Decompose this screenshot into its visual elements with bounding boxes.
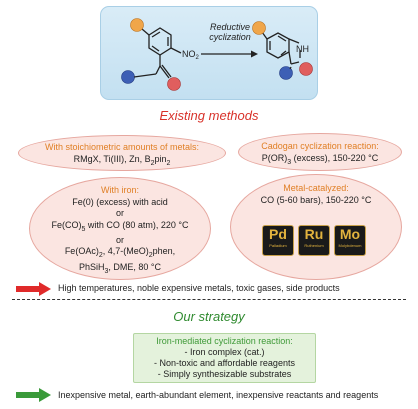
strategy-item-3: - Simply synthesizable substrates xyxy=(157,369,292,379)
iron-methods-box: With iron: Fe(0) (excess) with acid or F… xyxy=(29,177,211,280)
drawbacks-text: High temperatures, noble expensive metal… xyxy=(58,283,340,293)
green-arrow-icon xyxy=(16,388,51,402)
substituent-orange xyxy=(130,18,144,32)
iron-line-5: Fe(OAc)2, 4,7-(MeO)2phen, xyxy=(64,246,176,260)
strategy-label: Iron-mediated cyclization reaction: xyxy=(156,336,293,346)
ruthenium-symbol: Ru xyxy=(304,226,324,242)
palladium-tile: Pd Palladium xyxy=(262,225,294,256)
metal-catalyzed-conditions: CO (5-60 bars), 150-220 °C xyxy=(260,194,372,205)
cadogan-box: Cadogan cyclization reaction: P(OR)3 (ex… xyxy=(238,133,402,171)
iron-line-2: or xyxy=(115,208,124,218)
stoichiometric-reagents: RMgX, Ti(III), Zn, B2pin2 xyxy=(73,153,171,167)
strategy-item-1: - Iron complex (cat.) xyxy=(184,347,265,357)
stoichiometric-metals-box: With stoichiometric amounts of metals: R… xyxy=(18,135,226,171)
iron-line-6: PhSiH3, DME, 80 °C xyxy=(78,261,162,275)
molybdenum-symbol: Mo xyxy=(339,226,361,242)
palladium-name: Palladium xyxy=(269,243,287,248)
cadogan-label: Cadogan cyclization reaction: xyxy=(261,141,379,151)
iron-line-3: Fe(CO)5 with CO (80 atm), 220 °C xyxy=(51,219,189,233)
nitro-group-label: NO2 xyxy=(182,49,200,61)
red-arrow-icon xyxy=(16,282,51,296)
product-structure xyxy=(261,31,301,65)
ruthenium-tile: Ru Ruthenium xyxy=(298,225,330,256)
molybdenum-tile: Mo Molybdenum xyxy=(334,225,366,256)
substituent-blue xyxy=(121,70,135,84)
arrow-label-line2: cyclization xyxy=(209,32,251,42)
advantages-text: Inexpensive metal, earth-abundant elemen… xyxy=(58,390,379,400)
starting-material-structure xyxy=(141,27,182,79)
molybdenum-name: Molybdenum xyxy=(338,243,362,248)
nh-label: NH xyxy=(296,44,309,54)
iron-strategy-box: Iron-mediated cyclization reaction: - Ir… xyxy=(133,333,316,383)
iron-line-4: or xyxy=(115,234,124,245)
arrow-label-line1: Reductive xyxy=(209,22,251,32)
strategy-item-2: - Non-toxic and affordable reagents xyxy=(154,358,295,368)
metal-catalyzed-label: Metal-catalyzed: xyxy=(283,183,349,193)
cadogan-reagents: P(OR)3 (excess), 150-220 °C xyxy=(261,152,379,166)
iron-label: With iron: xyxy=(100,185,139,195)
reaction-scheme-drawing: NO2 NH xyxy=(121,18,313,91)
ruthenium-name: Ruthenium xyxy=(304,243,324,248)
arrow-label: Reductive cyclization xyxy=(197,22,263,42)
reaction-scheme: NO2 NH Reductive cyclization xyxy=(100,6,318,100)
existing-methods-title: Existing methods xyxy=(159,108,259,123)
section-divider xyxy=(12,299,406,300)
substituent-red xyxy=(167,77,181,91)
iron-line-1: Fe(0) (excess) with acid xyxy=(72,196,168,207)
our-strategy-title: Our strategy xyxy=(173,309,245,324)
palladium-symbol: Pd xyxy=(269,226,287,242)
stoichiometric-label: With stoichiometric amounts of metals: xyxy=(44,142,200,152)
